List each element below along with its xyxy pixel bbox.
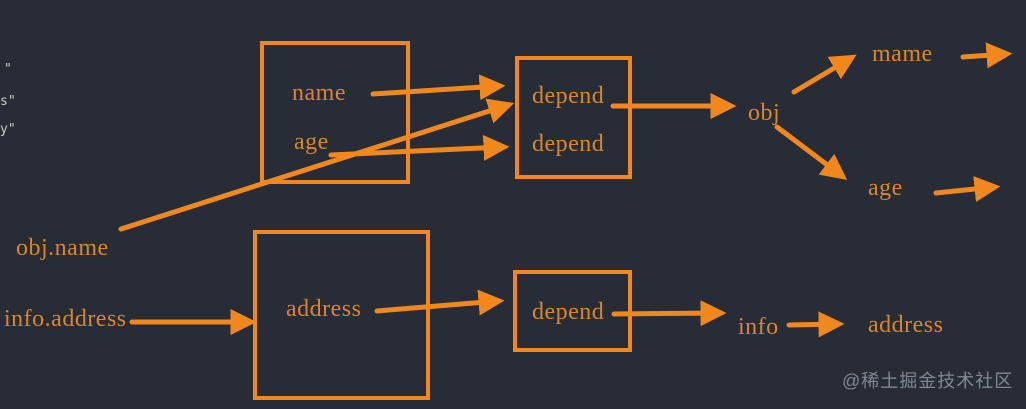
arrow-address-to-depend: [374, 289, 505, 316]
watermark: @稀土掘金技术社区: [842, 371, 1014, 391]
node-boxes: [253, 41, 632, 400]
arrow-info-to-address: [786, 311, 845, 338]
name-age-box: [260, 41, 410, 184]
arrow-depend-to-info: [611, 300, 727, 327]
node-mame: mame: [872, 41, 933, 67]
arrow-objname-to-depend: [118, 98, 515, 232]
node-address-right: address: [868, 312, 944, 338]
arrow-obj-to-age: [774, 124, 848, 180]
code-fragment-2: s": [0, 94, 16, 109]
node-age: age: [294, 129, 329, 155]
arrow-mame-right: [960, 42, 1013, 69]
node-address-box: address: [286, 296, 362, 322]
arrow-name-to-depend: [370, 74, 506, 101]
arrow-obj-to-mame: [791, 54, 857, 95]
code-fragment-3: y": [0, 122, 16, 137]
node-name: name: [292, 80, 346, 106]
label-info-address: info.address: [4, 306, 127, 332]
code-fragment-1: ": [4, 62, 12, 77]
arrows: [118, 42, 1013, 338]
node-depend-bottom: depend: [532, 299, 605, 325]
depend-top-box: [515, 56, 632, 179]
node-depend-2: depend: [532, 131, 605, 157]
arrow-age-right: [933, 176, 1001, 202]
node-info: info: [738, 314, 779, 340]
arrow-age-to-depend: [328, 134, 510, 161]
node-obj: obj: [748, 100, 781, 126]
depend-bottom-box: [513, 270, 632, 352]
node-age-right: age: [868, 175, 903, 201]
node-depend-1: depend: [532, 83, 605, 109]
label-obj-name: obj.name: [16, 235, 109, 261]
